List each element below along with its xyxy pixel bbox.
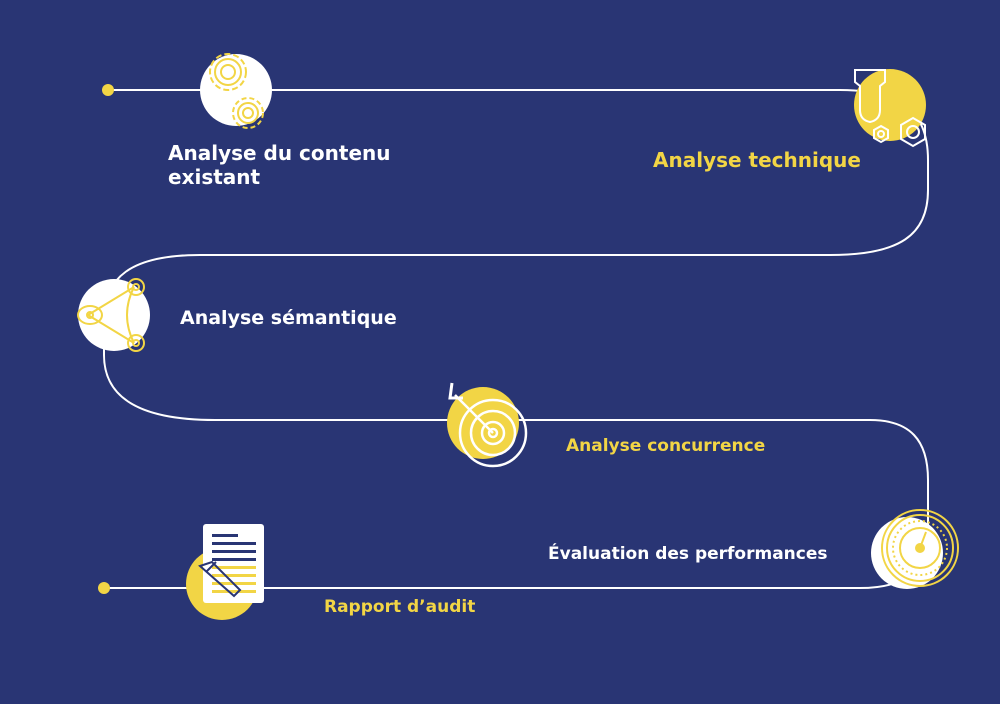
step-5-label: Évaluation des performances [548, 544, 828, 564]
step-6-label: Rapport d’audit [324, 597, 476, 617]
path-end-dot [98, 582, 110, 594]
gears-icon [209, 53, 264, 129]
step-1-label: Analyse du contenu existant [168, 141, 391, 189]
step-3-icon-group [77, 278, 150, 352]
step-1-label-line1: Analyse du contenu [168, 141, 391, 165]
step-5-icon-group [871, 509, 959, 589]
step-1-icon-group [200, 53, 272, 129]
step-2-label: Analyse technique [653, 148, 861, 172]
step-2-icon-group [854, 69, 926, 148]
step-4-icon-group [447, 382, 528, 468]
step-3-label: Analyse sémantique [180, 307, 397, 329]
step-3-circle [78, 279, 150, 351]
path-start-dot [102, 84, 114, 96]
network-nodes-icon [77, 278, 145, 352]
step-6-icon-group [186, 524, 264, 620]
target-arrow-icon [448, 382, 528, 468]
step-1-label-line2: existant [168, 165, 261, 189]
document-pencil-icon [198, 524, 264, 603]
wrench-hex-nut-icon [854, 69, 926, 148]
speedometer-icon [881, 509, 959, 587]
step-2-circle [854, 69, 926, 141]
step-4-label: Analyse concurrence [566, 436, 766, 456]
step-1-circle [200, 54, 272, 126]
